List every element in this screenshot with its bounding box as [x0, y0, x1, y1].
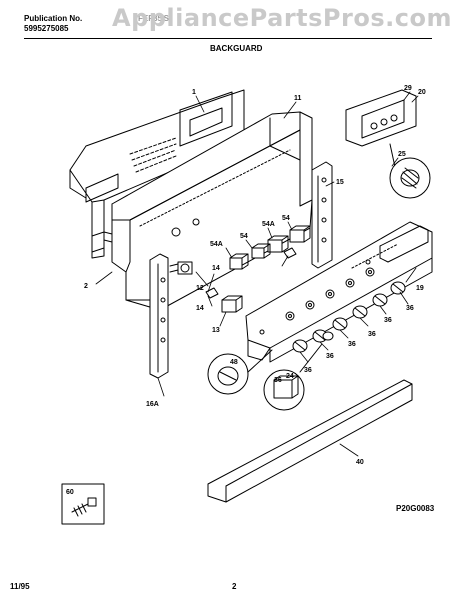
callout-60: 60: [66, 489, 74, 496]
element-switch-12: [169, 261, 193, 275]
callout-13: 13: [212, 327, 220, 334]
callout-40: 40: [356, 459, 364, 466]
callout-36-g: 36: [274, 377, 282, 384]
callout-36-a: 36: [406, 305, 414, 312]
callout-54a-a: 54A: [262, 221, 275, 228]
callout-2: 2: [84, 283, 88, 290]
callout-36-b: 36: [384, 317, 392, 324]
lower-trim-40: [207, 379, 413, 503]
publication-label: Publication No.: [24, 14, 83, 23]
switch-54-lower: [251, 243, 271, 259]
callout-29: 29: [404, 85, 412, 92]
callout-54a-b: 54A: [210, 241, 223, 248]
callout-36-d: 36: [348, 341, 356, 348]
header-divider: [24, 38, 432, 39]
callout-1: 1: [192, 89, 196, 96]
switch-13: [221, 295, 243, 313]
footer-date: 11/95: [10, 582, 30, 591]
callout-16a: 16A: [146, 401, 159, 408]
callout-25: 25: [398, 151, 406, 158]
switch-14-lower: [205, 287, 219, 299]
inset-switch-24: [263, 331, 334, 411]
callout-24: 24: [286, 373, 294, 380]
callout-14-b: 14: [196, 305, 204, 312]
side-bracket-16a: [149, 253, 169, 379]
control-panel: [245, 221, 433, 363]
side-bracket-15: [311, 161, 333, 269]
leader-lines: [95, 91, 419, 457]
callout-labels: 1 11 29 20 25 15 54A 54 54A 54 14 2 12 1…: [66, 85, 426, 496]
model-number: FEF35 S: [138, 14, 169, 23]
callout-48: 48: [230, 359, 238, 366]
screw-box-60: [61, 483, 105, 525]
callout-36-f: 36: [304, 367, 312, 374]
callout-54-a: 54: [282, 215, 290, 222]
watermark: AppliancePartsPros.com: [112, 4, 452, 32]
callout-12: 12: [196, 285, 204, 292]
switch-54-upper: [289, 225, 311, 243]
callout-14-a: 14: [212, 265, 220, 272]
callout-54-b: 54: [240, 233, 248, 240]
inset-knob-48: [207, 349, 273, 395]
knob-36: [292, 281, 406, 353]
callout-15: 15: [336, 179, 344, 186]
publication-number: 5995275085: [24, 24, 69, 33]
callout-11: 11: [294, 95, 302, 102]
callout-36-e: 36: [326, 353, 334, 360]
switch-54a-upper: [267, 235, 289, 253]
callout-20: 20: [418, 89, 426, 96]
rear-panel: [69, 89, 245, 259]
switch-54a-lower: [229, 253, 249, 270]
callout-36-c: 36: [368, 331, 376, 338]
figure-code: P20G0083: [396, 504, 435, 513]
switch-14-upper: [283, 247, 297, 259]
callout-19: 19: [416, 285, 424, 292]
page-number: 2: [232, 582, 237, 591]
section-title: BACKGUARD: [210, 44, 263, 53]
clock-assembly: [345, 89, 431, 199]
